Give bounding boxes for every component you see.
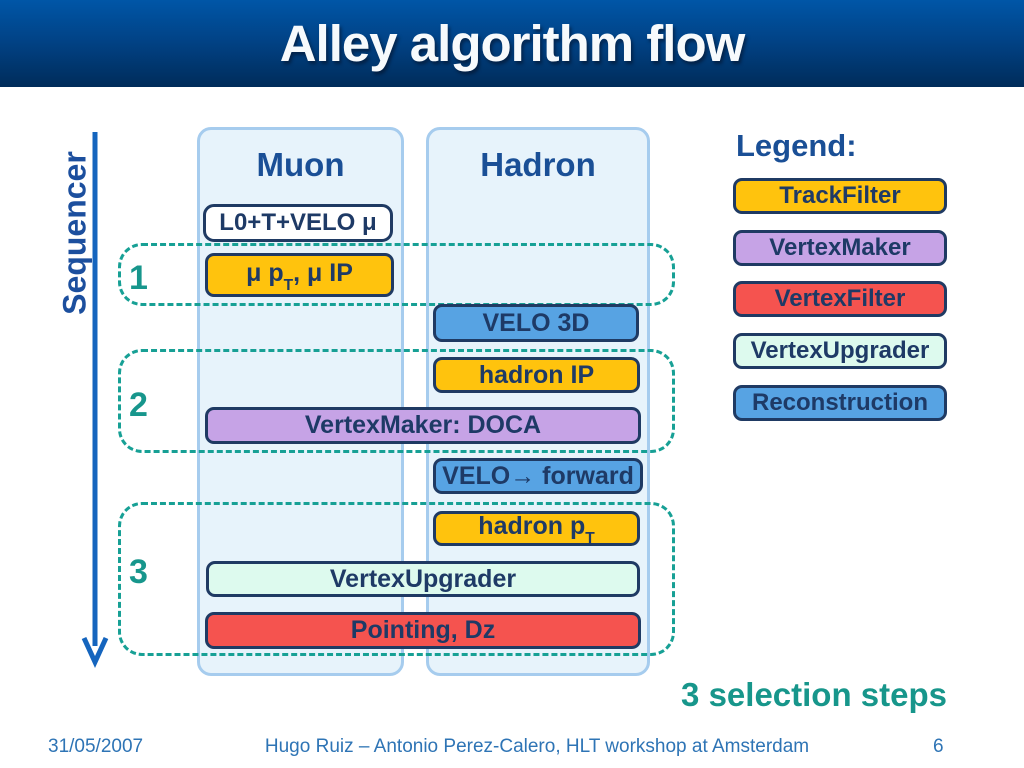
hadron-ip-box: hadron IP [433, 357, 640, 393]
step-2-number: 2 [129, 386, 148, 424]
legend-item-vertexupgrader-label: VertexUpgrader [750, 337, 930, 364]
sequencer-arrow-icon [81, 132, 109, 669]
velo-3d-box: VELO 3D [433, 304, 639, 342]
legend-item-vertexmaker-label: VertexMaker [769, 234, 911, 261]
muon-column-header: Muon [256, 146, 345, 183]
legend-item-vertexupgrader: VertexUpgrader [733, 333, 947, 369]
step-3-number: 3 [129, 553, 148, 591]
selection-steps-caption: 3 selection steps [681, 676, 947, 713]
pointing-dz-box: Pointing, Dz [205, 612, 641, 649]
step-1-number: 1 [129, 259, 148, 297]
vertexmaker-doca-box: VertexMaker: DOCA [205, 407, 641, 444]
mu-pt-mu-ip-label: μ pT, μ IP [246, 258, 353, 294]
velo-forward-label: VELO→ forward [442, 461, 634, 490]
slide-title: Alley algorithm flow [279, 15, 746, 72]
legend-item-trackfilter-label: TrackFilter [779, 182, 901, 209]
velo-forward-box: VELO→ forward [433, 458, 643, 494]
hadron-pt-box: hadron pT [433, 511, 640, 547]
footer-page-number: 6 [933, 736, 944, 757]
legend-item-reconstruction-label: Reconstruction [751, 389, 928, 416]
hadron-ip-label: hadron IP [478, 360, 595, 389]
step-3-region [118, 502, 675, 656]
velo-3d-label: VELO 3D [482, 308, 590, 337]
hadron-column-header: Hadron [480, 146, 596, 183]
vertexmaker-doca-label: VertexMaker: DOCA [304, 411, 542, 439]
legend-item-vertexfilter: VertexFilter [733, 281, 947, 317]
legend-item-trackfilter: TrackFilter [733, 178, 947, 214]
step-1-region [118, 243, 675, 306]
pointing-dz-label: Pointing, Dz [350, 616, 496, 644]
footer-date: 31/05/2007 [48, 736, 144, 757]
step-2-region [118, 349, 675, 453]
l0-t-velo-mu-box: L0+T+VELO μ [203, 204, 393, 242]
vertexupgrader-label: VertexUpgrader [329, 564, 517, 593]
footer-credit: Hugo Ruiz – Antonio Perez-Calero, HLT wo… [264, 736, 810, 757]
hadron-pt-label: hadron pT [478, 512, 595, 547]
l0-t-velo-mu-label: L0+T+VELO μ [219, 209, 377, 236]
legend-item-reconstruction: Reconstruction [733, 385, 947, 421]
vertexupgrader-box: VertexUpgrader [206, 561, 640, 597]
legend-item-vertexmaker: VertexMaker [733, 230, 947, 266]
title-bar: Alley algorithm flow [0, 0, 1024, 87]
legend-title: Legend: [736, 128, 857, 163]
mu-pt-mu-ip-box: μ pT, μ IP [205, 253, 394, 297]
legend-item-vertexfilter-label: VertexFilter [774, 285, 906, 312]
